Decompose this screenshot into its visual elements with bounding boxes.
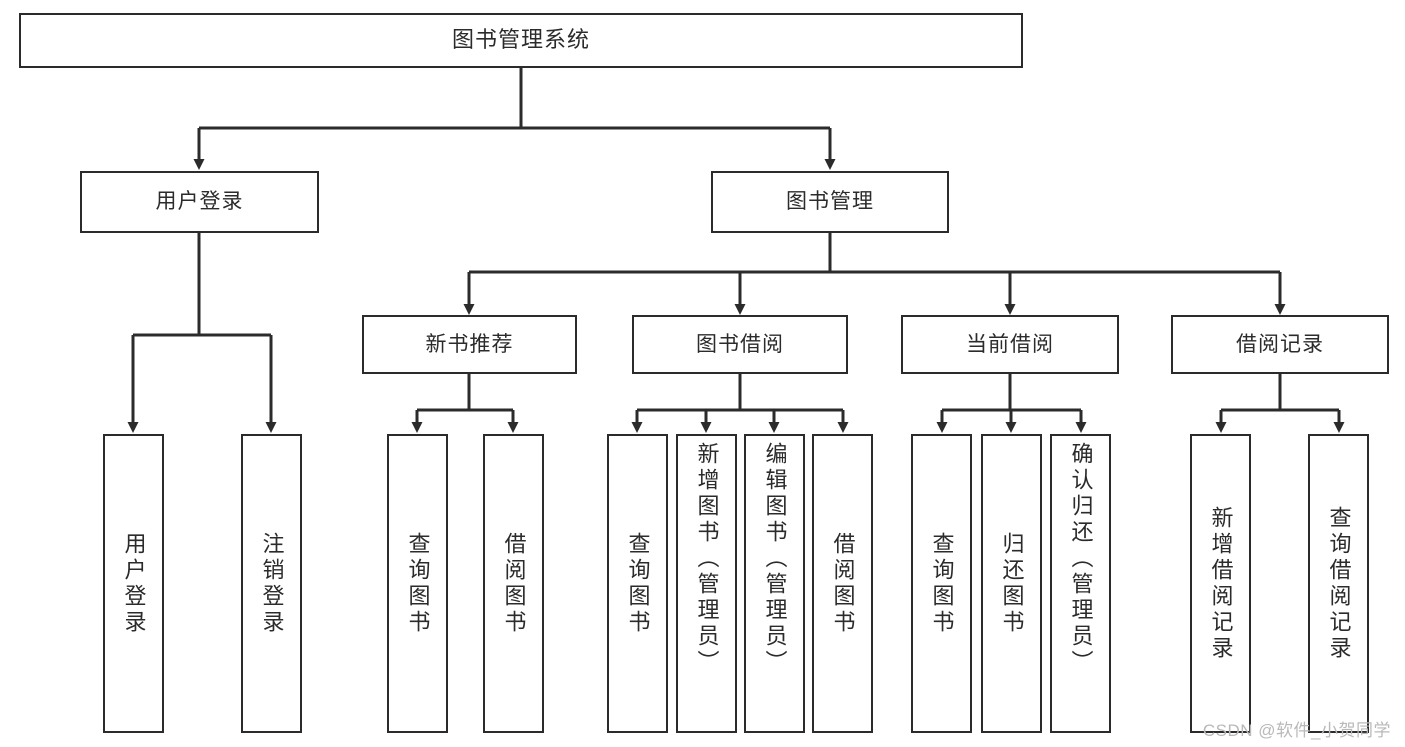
node-label: 编辑图书（管理员） <box>762 442 788 676</box>
node-root-system[interactable]: 图书管理系统 <box>19 13 1023 68</box>
node-label: 新增借阅记录 <box>1208 505 1234 662</box>
node-label: 注销登录 <box>259 531 285 636</box>
node-label: 借阅记录 <box>1236 332 1324 356</box>
node-label: 当前借阅 <box>966 332 1054 356</box>
node-label: 查询图书 <box>405 531 431 636</box>
node-label: 查询图书 <box>929 531 955 636</box>
node-label: 用户登录 <box>121 531 147 636</box>
node-label: 查询借阅记录 <box>1326 505 1352 662</box>
node-label: 新增图书（管理员） <box>694 442 720 676</box>
node-book-borrow[interactable]: 图书借阅 <box>632 315 848 374</box>
node-label: 查询图书 <box>625 531 651 636</box>
leaf-user-login-logout[interactable]: 注销登录 <box>241 434 302 733</box>
node-label: 借阅图书 <box>830 531 856 636</box>
node-user-login[interactable]: 用户登录 <box>80 171 319 233</box>
leaf-new-books-borrow[interactable]: 借阅图书 <box>483 434 544 733</box>
node-label: 图书管理系统 <box>451 27 590 53</box>
node-label: 借阅图书 <box>501 531 527 636</box>
node-label: 归还图书 <box>999 531 1025 636</box>
leaf-borrow-edit-book-admin[interactable]: 编辑图书（管理员） <box>744 434 805 733</box>
node-label: 新书推荐 <box>425 332 514 356</box>
node-borrow-records[interactable]: 借阅记录 <box>1171 315 1389 374</box>
node-current-borrow[interactable]: 当前借阅 <box>901 315 1119 374</box>
leaf-current-query-book[interactable]: 查询图书 <box>911 434 972 733</box>
leaf-current-return-book[interactable]: 归还图书 <box>981 434 1042 733</box>
node-label: 确认归还（管理员） <box>1068 442 1094 676</box>
node-book-management[interactable]: 图书管理 <box>711 171 949 233</box>
leaf-records-add-record[interactable]: 新增借阅记录 <box>1190 434 1251 733</box>
node-label: 用户登录 <box>155 190 244 214</box>
node-label: 图书借阅 <box>696 332 784 356</box>
leaf-borrow-borrow-book[interactable]: 借阅图书 <box>812 434 873 733</box>
leaf-borrow-query-book[interactable]: 查询图书 <box>607 434 668 733</box>
node-label: 图书管理 <box>786 190 874 214</box>
leaf-current-confirm-return-admin[interactable]: 确认归还（管理员） <box>1050 434 1111 733</box>
leaf-new-books-query[interactable]: 查询图书 <box>387 434 448 733</box>
leaf-records-query-record[interactable]: 查询借阅记录 <box>1308 434 1369 733</box>
node-new-book-recommend[interactable]: 新书推荐 <box>362 315 577 374</box>
leaf-user-login-login[interactable]: 用户登录 <box>103 434 164 733</box>
leaf-borrow-add-book-admin[interactable]: 新增图书（管理员） <box>676 434 737 733</box>
